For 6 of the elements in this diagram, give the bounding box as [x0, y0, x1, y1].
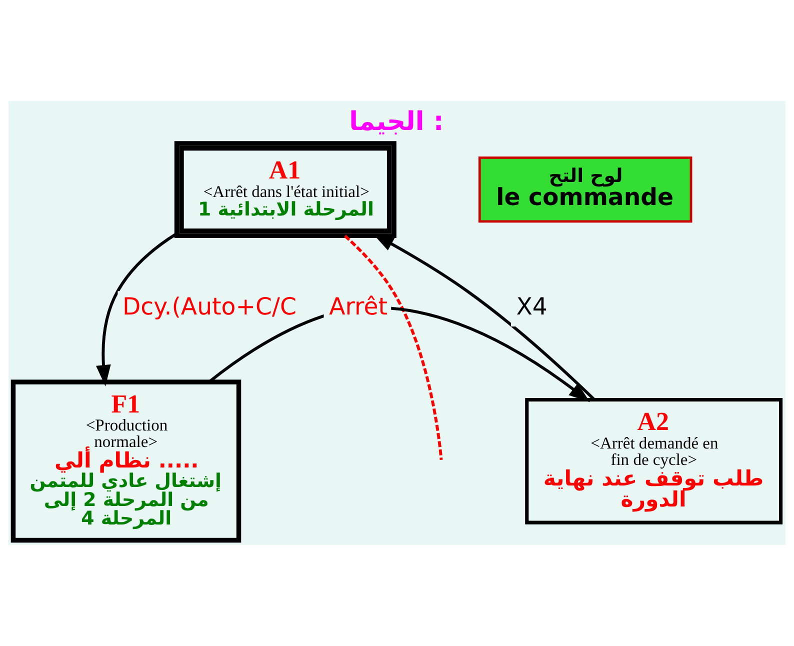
edge-label: X4 [516, 292, 548, 321]
connector [344, 234, 443, 460]
edge-label: Arrêt [329, 292, 388, 321]
diagram-title: الجيما : [349, 107, 444, 138]
arrow [96, 232, 178, 386]
edge-label: Dcy.(Auto+C/C [122, 292, 296, 321]
